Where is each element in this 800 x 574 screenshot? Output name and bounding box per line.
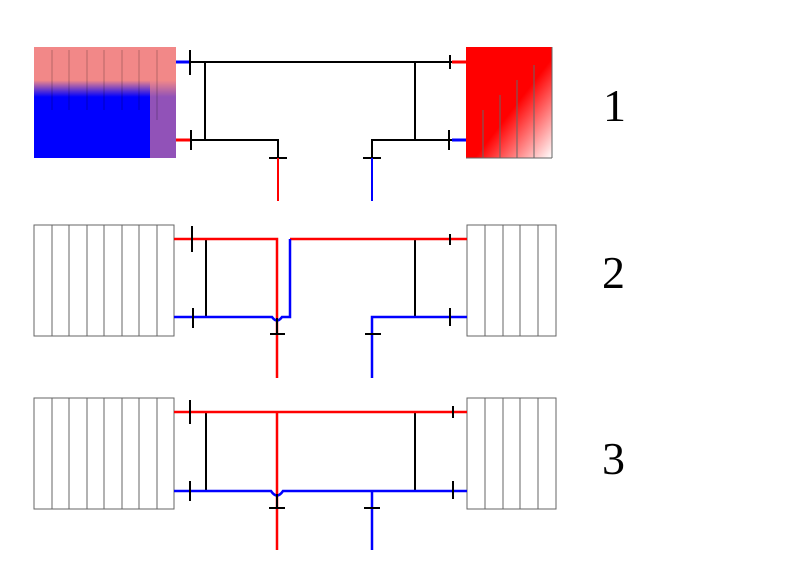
right-radiator — [466, 47, 552, 158]
scheme-2: 2 — [33, 224, 625, 378]
scheme-3: 3 — [33, 397, 625, 550]
right-radiator — [466, 224, 557, 337]
scheme-label-2: 2 — [602, 247, 625, 298]
right-radiator — [466, 397, 557, 510]
scheme-label-3: 3 — [602, 433, 625, 484]
scheme-label-1: 1 — [603, 80, 626, 131]
scheme-1: 1 — [34, 47, 626, 201]
